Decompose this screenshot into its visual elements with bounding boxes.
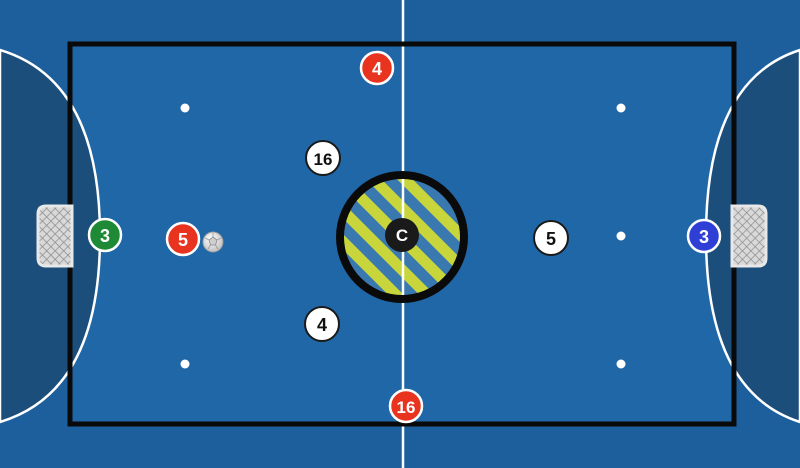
- court-spots: [180, 103, 626, 369]
- left-goal-net-icon: [36, 204, 74, 268]
- player-white-16[interactable]: 16: [305, 140, 341, 176]
- spot: [180, 103, 190, 113]
- player-white-5[interactable]: 5: [533, 220, 569, 256]
- goalkeeper-blue-3[interactable]: 3: [686, 218, 722, 254]
- player-number: 16: [314, 150, 333, 169]
- player-red-4[interactable]: 4: [359, 50, 395, 86]
- player-number: 5: [546, 229, 556, 249]
- spot: [616, 103, 626, 113]
- player-red-5[interactable]: 5: [165, 221, 201, 257]
- player-number: 4: [372, 59, 382, 79]
- goalkeeper-green-3[interactable]: 3: [87, 217, 123, 253]
- spot: [616, 231, 626, 241]
- right-goal-net-icon: [730, 204, 768, 268]
- player-number: 4: [317, 315, 327, 335]
- player-number: 3: [100, 226, 110, 246]
- player-number: 16: [397, 398, 416, 417]
- player-red-16[interactable]: 16: [388, 388, 424, 424]
- futsal-ball-icon[interactable]: [202, 231, 224, 253]
- player-number: 5: [178, 230, 188, 250]
- spot: [616, 359, 626, 369]
- spot: [180, 359, 190, 369]
- player-number: 3: [699, 227, 709, 247]
- center-marker-label: C: [396, 226, 408, 245]
- player-white-4[interactable]: 4: [304, 306, 340, 342]
- center-marker[interactable]: C: [385, 218, 419, 252]
